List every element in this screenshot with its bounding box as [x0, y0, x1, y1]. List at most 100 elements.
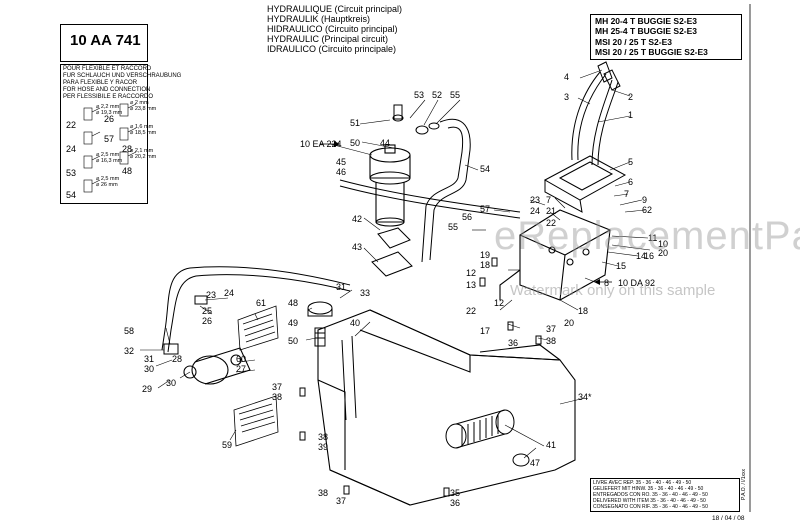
svg-text:50: 50	[288, 336, 298, 346]
svg-text:22: 22	[66, 120, 76, 130]
svg-text:9: 9	[642, 195, 647, 205]
svg-text:33: 33	[360, 288, 370, 298]
reference-code: 10 AA 741	[70, 32, 141, 49]
svg-text:54: 54	[480, 164, 490, 174]
bolt-37	[299, 387, 306, 397]
svg-text:⌀ 23,8 mm: ⌀ 23,8 mm	[130, 106, 157, 112]
svg-text:⌀ 2,1 mm: ⌀ 2,1 mm	[130, 148, 154, 154]
svg-text:22: 22	[546, 218, 556, 228]
svg-text:55: 55	[448, 222, 458, 232]
legend-line-2: FUR SCHLAUCH UND VERSCHRAUBUNG	[63, 73, 182, 79]
svg-text:⌀ 2,2 mm: ⌀ 2,2 mm	[96, 104, 120, 110]
svg-text:28: 28	[172, 354, 182, 364]
legend-line-1: POUR FLEXIBLE ET RACCORD	[63, 66, 152, 72]
svg-text:20: 20	[564, 318, 574, 328]
svg-text:⌀ 16,3 mm: ⌀ 16,3 mm	[96, 158, 123, 164]
svg-text:⌀ 19,3 mm: ⌀ 19,3 mm	[96, 110, 123, 116]
svg-text:59: 59	[222, 440, 232, 450]
svg-text:14: 14	[636, 251, 646, 261]
svg-text:57: 57	[104, 134, 114, 144]
svg-text:⌀ 18,5 mm: ⌀ 18,5 mm	[130, 130, 157, 136]
svg-text:11: 11	[648, 233, 657, 243]
svg-text:57: 57	[480, 204, 490, 214]
title-it: IDRAULICO (Circuito principale)	[267, 44, 397, 54]
title-es: HIDRAULICO (Circuito principal)	[267, 24, 398, 34]
title-fr: HYDRAULIQUE (Circuit principal)	[267, 4, 403, 14]
svg-text:2: 2	[628, 92, 633, 102]
svg-text:61: 61	[256, 298, 266, 308]
svg-text:27: 27	[236, 364, 246, 374]
delivery-line-1: LIVRE AVEC REP. 35 - 36 - 40 - 46 - 49 -…	[593, 480, 692, 486]
svg-text:28: 28	[122, 144, 132, 154]
svg-text:15: 15	[616, 261, 626, 271]
svg-text:48: 48	[288, 298, 298, 308]
model-line-2: MH 25-4 T BUGGIE S2-E3	[595, 26, 698, 36]
svg-text:26: 26	[202, 316, 212, 326]
svg-text:7: 7	[624, 189, 629, 199]
svg-text:7: 7	[546, 195, 551, 205]
watermark-text: eReplacementParts.com	[494, 214, 800, 258]
svg-text:36: 36	[450, 498, 460, 508]
delivery-line-4: DELIVERED WITH ITEM 35 - 36 - 40 - 46 - …	[593, 498, 706, 504]
control-valve-block	[499, 209, 611, 301]
watermark-subtext: Watermark only on this sample	[510, 282, 716, 299]
legend-line-4: FOR HOSE AND CONNECTION	[63, 87, 151, 93]
svg-text:5: 5	[628, 157, 633, 167]
svg-text:22: 22	[466, 306, 476, 316]
svg-text:18: 18	[480, 260, 490, 270]
delivery-line-2: GELIEFERT MIT HINW. 35 - 36 - 40 - 46 - …	[593, 486, 704, 492]
svg-text:55: 55	[450, 90, 460, 100]
filter-element	[445, 409, 515, 449]
hose-57	[339, 179, 521, 219]
model-line-3: MSI 20 / 25 T S2-E3	[595, 37, 673, 47]
svg-text:⌀ 26 mm: ⌀ 26 mm	[96, 182, 118, 188]
svg-text:56: 56	[462, 212, 472, 222]
delivery-line-3: ENTREGADOS CON RO. 35 - 36 - 40 - 46 - 4…	[593, 492, 708, 498]
svg-text:8: 8	[604, 278, 609, 288]
svg-text:⌀ 1,6 mm: ⌀ 1,6 mm	[130, 124, 154, 130]
svg-text:4: 4	[564, 72, 569, 82]
hose-53	[161, 266, 351, 353]
svg-text:6: 6	[628, 177, 633, 187]
flange-43	[371, 251, 413, 277]
breather-cap	[307, 301, 333, 347]
hydraulic-pump	[183, 347, 251, 385]
svg-text:38: 38	[546, 336, 556, 346]
svg-text:16: 16	[644, 251, 654, 261]
svg-text:26: 26	[104, 114, 114, 124]
bolt-13	[479, 277, 486, 287]
bolt-19	[491, 257, 498, 267]
ref-10-ea-224: 10 EA 224	[300, 139, 342, 149]
svg-text:⌀ 20,2 mm: ⌀ 20,2 mm	[130, 154, 157, 160]
svg-text:30: 30	[144, 364, 154, 374]
svg-text:58: 58	[124, 326, 134, 336]
svg-text:53: 53	[414, 90, 424, 100]
model-box	[590, 14, 742, 60]
seal-ring-47	[512, 453, 530, 467]
title-de: HYDRAULIK (Hauptkreis)	[267, 14, 371, 24]
legend-line-3: PARA FLEXIBLE Y RACOR	[63, 80, 138, 86]
svg-text:40: 40	[350, 318, 360, 328]
legend-fitting-icons	[83, 103, 137, 193]
svg-text:51: 51	[350, 118, 360, 128]
legend-line-5: PER FLESSIBILE E RACCORDO	[63, 94, 154, 100]
control-levers	[571, 61, 621, 166]
svg-text:25: 25	[202, 306, 212, 316]
part-34: 34*	[578, 392, 592, 402]
svg-text:60: 60	[236, 354, 246, 364]
svg-text:24: 24	[224, 288, 234, 298]
bolt-17	[507, 321, 514, 331]
model-line-1: MH 20-4 T BUGGIE S2-E3	[595, 16, 698, 26]
gasket-42	[377, 227, 411, 249]
svg-text:52: 52	[432, 90, 442, 100]
svg-text:21: 21	[546, 206, 556, 216]
svg-text:3: 3	[564, 92, 569, 102]
svg-text:44: 44	[380, 138, 390, 148]
reference-box	[60, 24, 148, 62]
filter-fittings	[392, 104, 440, 135]
svg-text:29: 29	[142, 384, 152, 394]
svg-text:32: 32	[124, 346, 134, 356]
